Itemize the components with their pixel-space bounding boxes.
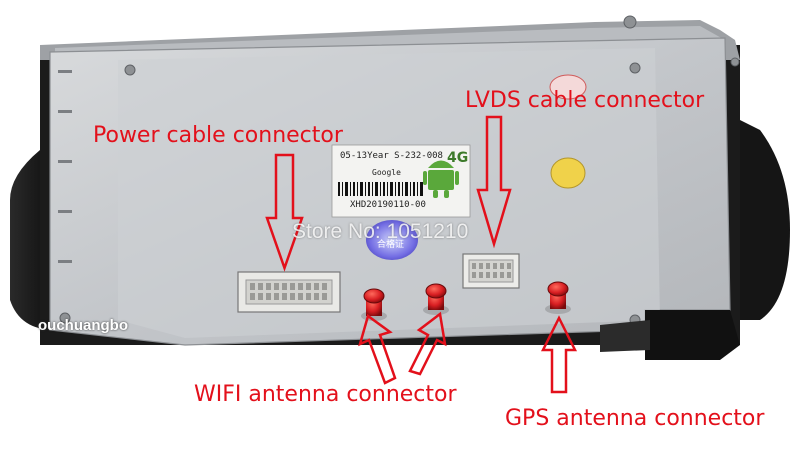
- wifi-antenna-connector-1: [361, 288, 387, 321]
- seller-watermark: ouchuangbo: [38, 317, 128, 334]
- gps-arrow: [540, 315, 578, 394]
- sticker-brand: Google: [372, 168, 401, 177]
- qc-stamp: [366, 220, 418, 260]
- lvds-cable-label: LVDS cable connector: [465, 88, 705, 113]
- power-arrow: [265, 153, 304, 272]
- lvds-arrow: [476, 115, 512, 249]
- sticker-model: 05-13Year S-232-008: [340, 151, 443, 161]
- store-watermark: Store No: 1051210: [292, 220, 469, 243]
- qc-stamp-text: 合格证: [377, 240, 405, 250]
- wifi-antenna-label: WIFI antenna connector: [194, 382, 457, 407]
- android-robot: [423, 160, 459, 198]
- yellow-sticker: [550, 157, 586, 189]
- power-cable-label: Power cable connector: [93, 123, 343, 148]
- lvds-connector: [462, 253, 520, 289]
- power-connector: [237, 271, 341, 313]
- sticker-network: 4G: [447, 150, 469, 166]
- wifi-antenna-connector-2: [423, 283, 449, 315]
- gps-antenna-label: GPS antenna connector: [505, 406, 765, 431]
- arrows: [265, 115, 578, 394]
- wifi-arrow-left: [358, 313, 397, 385]
- wifi-arrow-right: [408, 311, 447, 376]
- barcode: [338, 182, 423, 196]
- gps-antenna-connector: [545, 281, 571, 314]
- sticker-serial: XHD20190110-00: [350, 200, 426, 210]
